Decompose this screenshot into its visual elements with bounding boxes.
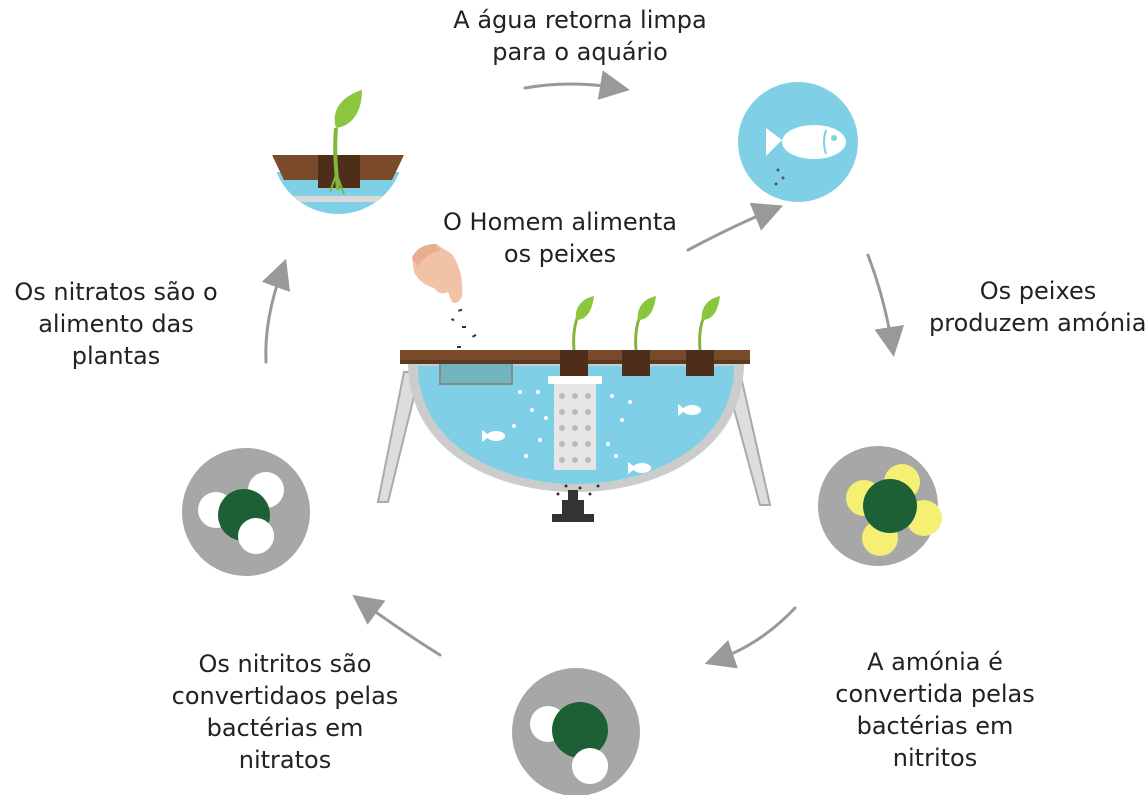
aquaponics-tank [376, 296, 772, 522]
nitrite-molecule [512, 668, 640, 795]
ammonia-molecule [818, 446, 942, 566]
hand-icon [412, 244, 463, 304]
feed-pellets [451, 308, 477, 348]
bio-filter [554, 378, 596, 470]
fish-icon [766, 125, 846, 159]
label-ammonia-converted: A amónia é convertida pelas bactérias em… [835, 648, 1035, 772]
bubbles [512, 390, 632, 458]
plant-circle [272, 82, 404, 214]
cycle-arrows [261, 70, 905, 669]
pump-particles [556, 484, 600, 496]
arrow-nitrate-to-plant [261, 258, 291, 364]
molecule-icon [530, 702, 608, 784]
tank-sprouts [572, 296, 720, 351]
label-man-feeds: O Homem alimenta os peixes [443, 208, 677, 268]
label-nitrates-food: Os nitratos são o alimento das plantas [14, 278, 218, 370]
label-water-returns: A água retorna limpa para o aquário [453, 6, 707, 66]
arrow-ammonia-to-nitrite [704, 606, 797, 669]
arrow-nitrite-to-nitrate [352, 594, 442, 657]
fish-circle [738, 82, 858, 202]
nitrate-molecule [182, 448, 310, 576]
arrow-plant-to-fish [523, 70, 630, 100]
label-fish-produce: Os peixes produzem amónia [929, 277, 1145, 337]
molecule-icon [846, 464, 942, 556]
tank-fish [482, 404, 701, 474]
label-nitrites-converted: Os nitritos são convertidaos pelas bacté… [171, 650, 399, 774]
arrow-man-to-fish [686, 202, 784, 252]
pump-icon [552, 490, 594, 522]
molecule-icon [198, 472, 284, 554]
arrow-fish-to-ammonia [866, 253, 905, 357]
sprout-icon [329, 90, 362, 195]
